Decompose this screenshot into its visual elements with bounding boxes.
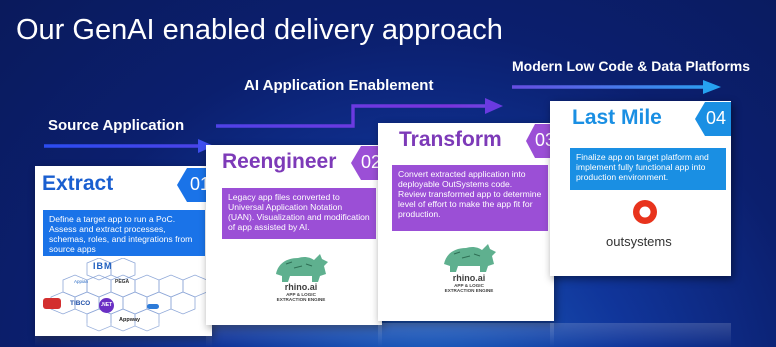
appway-logo: Appway [119,317,141,323]
rhino-tagline-2: EXTRACTION ENGINE [444,288,494,293]
appian-text-logo: Appian [74,279,89,284]
card-heading: Transform [399,128,502,151]
rhino-name: rhino.ai [284,282,318,292]
card-reflection [35,323,212,347]
card-reengineer: Reengineer 02 Legacy app files converted… [206,145,386,325]
cloud-logo [147,304,159,309]
card-heading: Extract [42,172,114,195]
card-heading: Reengineer [222,150,337,173]
card-extract: Extract 01 Define a target app to run a … [35,166,217,336]
appian-logo [43,298,61,309]
dotnet-label: .NET [100,302,113,308]
card-reflection [378,323,554,347]
dotnet-logo: .NET [99,298,114,313]
card-reflection [550,323,731,347]
rhino-tagline-1: APP & LOGIC [286,292,316,297]
card-description: Convert extracted application into deplo… [392,165,548,231]
card-heading: Last Mile [572,106,662,129]
ibm-logo: IBM [93,261,113,271]
outsystems-wordmark: outsystems [606,234,672,249]
rhino-logo [276,254,328,282]
rhino-wordmark: rhino.ai APP & LOGIC EXTRACTION ENGINE [436,273,502,293]
step-number: 02 [360,152,382,172]
card-description: Finalize app on target platform and impl… [570,148,726,190]
number-badge [351,146,386,180]
stage-label-ai: AI Application Enablement [244,77,434,94]
pega-logo: PEGA [115,279,130,285]
rhino-name: rhino.ai [452,273,486,283]
tibco-logo: TIBCO [70,300,91,307]
stage-label-modern: Modern Low Code & Data Platforms [512,58,751,74]
outsystems-logo-icon [633,200,657,224]
card-description: Legacy app files converted to Universal … [222,188,376,239]
card-reflection [206,323,382,347]
card-last-mile: Last Mile 04 Finalize app on target plat… [550,101,731,276]
hexagon-grid [50,258,208,332]
rhino-tagline-1: APP & LOGIC [454,283,484,288]
card-description: Define a target app to run a PoC. Assess… [43,210,205,256]
rhino-tagline-2: EXTRACTION ENGINE [276,297,326,302]
step-number: 04 [705,108,727,128]
step-number: 01 [189,174,211,194]
source-app-logos: IBM PEGA TIBCO .NET Appway Appian [35,258,212,336]
rhino-wordmark: rhino.ai APP & LOGIC EXTRACTION ENGINE [268,282,334,302]
page-title: Our GenAI enabled delivery approach [16,14,503,46]
number-badge [695,102,731,136]
card-transform: Transform 03 Convert extracted applicati… [378,123,558,321]
rhino-logo [444,244,496,272]
stage-label-source: Source Application [48,117,185,134]
